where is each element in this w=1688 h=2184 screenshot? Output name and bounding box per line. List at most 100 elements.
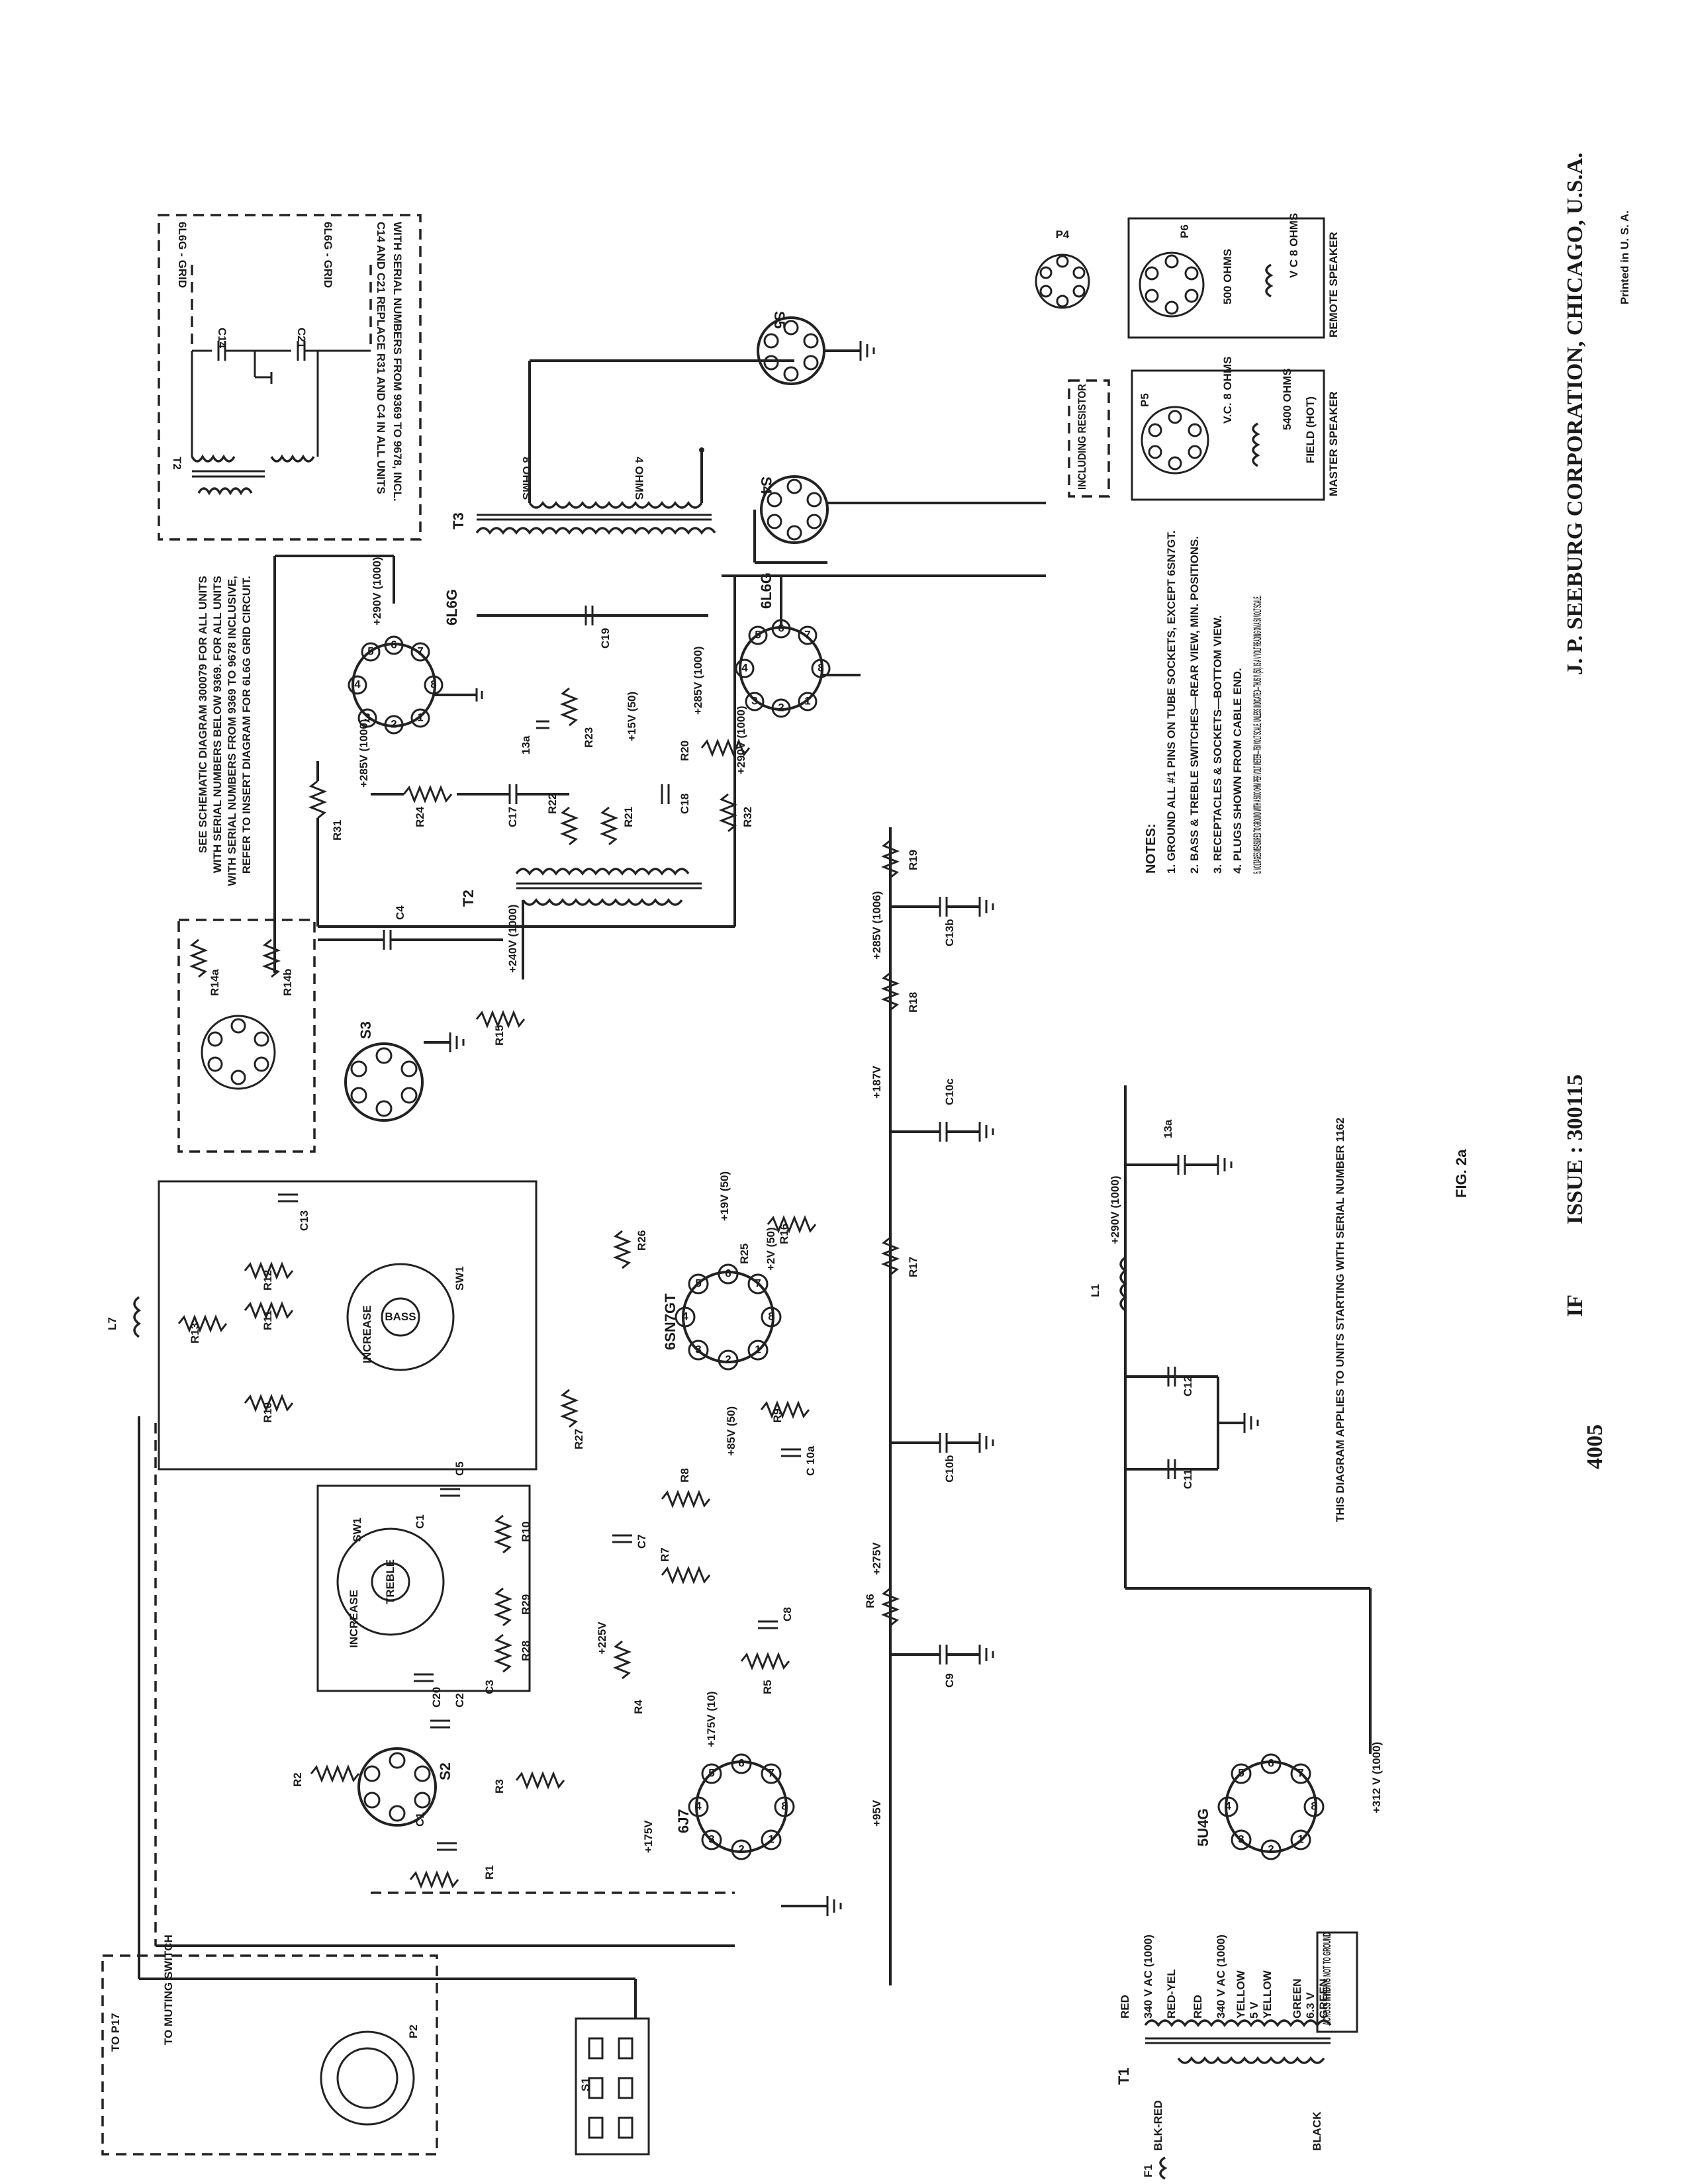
black: BLACK — [1311, 2111, 1323, 2151]
c17-label: C17 — [506, 807, 519, 827]
svg-text:7: 7 — [417, 645, 423, 657]
c7-label: C7 — [635, 1534, 648, 1549]
r23-label: R23 — [583, 727, 595, 748]
r18-label: R18 — [907, 992, 919, 1013]
master-speaker-label: MASTER SPEAKER — [1327, 391, 1340, 496]
r32-label: R32 — [741, 807, 754, 827]
svg-text:3: 3 — [695, 1343, 701, 1355]
t3-4ohms: 4 OHMS — [633, 457, 645, 500]
tube-upper-label: 6L6G — [444, 589, 460, 625]
svg-text:3: 3 — [708, 1833, 714, 1845]
insert-note-line1: C14 AND C21 REPLACE R31 AND C4 IN ALL UN… — [375, 222, 387, 494]
p5-label: P5 — [1139, 393, 1151, 407]
r4-label: R4 — [632, 1700, 645, 1714]
preamp-section: 78 12 34 56 6SN7GT +19V (50) +2V (50) R1… — [559, 1171, 842, 1916]
c8-label: C8 — [781, 1607, 794, 1621]
power-supply: 78 12 34 56 5U4G +312 V (1000) ACROSS WI… — [1115, 1587, 1383, 2180]
r26-label: R26 — [635, 1230, 648, 1251]
input-jacks: TO P17 TO MUTING SWITCH P2 S1 — [101, 1416, 735, 2156]
red-mid: RED — [1192, 1995, 1204, 2019]
to-muting: TO MUTING SWITCH — [162, 1934, 175, 2045]
v175: +175V (10) — [705, 1691, 718, 1747]
svg-text:5: 5 — [708, 1766, 714, 1779]
bass-label: BASS — [385, 1310, 416, 1323]
v285-mid: +285V (1000) — [692, 647, 704, 715]
t2-primary — [522, 897, 683, 906]
output-stage: T3 8 OHMS 4 OHMS S5 S4 78 12 34 56 6 — [273, 311, 1046, 979]
p2-plug — [320, 2030, 415, 2126]
svg-text:1: 1 — [768, 1833, 774, 1845]
svg-text:1: 1 — [804, 694, 810, 707]
c12-label: C12 — [1182, 1376, 1194, 1396]
c14-label: C14 — [216, 328, 228, 349]
r7-label: R7 — [659, 1547, 671, 1562]
s3-socket — [344, 1042, 424, 1122]
r18-resistor — [880, 972, 900, 1011]
svg-text:4: 4 — [695, 1799, 702, 1812]
r19-resistor — [880, 839, 900, 879]
treble-switch[interactable] — [336, 1527, 445, 1636]
sw1-treble-label: SW1 — [351, 1518, 363, 1542]
five-volt: 5 V — [1248, 2001, 1260, 2019]
p5-plug — [1141, 406, 1209, 475]
green-a: GREEN — [1291, 1979, 1303, 2019]
r5-label: R5 — [761, 1680, 774, 1694]
svg-text:6: 6 — [1268, 1756, 1274, 1769]
bass-switch[interactable] — [346, 1263, 455, 1371]
including-resistor: INCLUDING RESISTOR — [1076, 384, 1088, 490]
grid-label-right: 6L6G - GRID — [322, 222, 334, 288]
s5-label: S5 — [771, 311, 788, 329]
t2-secondary — [515, 868, 690, 876]
v2: +2V (50) — [765, 1227, 777, 1271]
c11-label: C11 — [1182, 1469, 1194, 1489]
s1-terminal — [575, 2017, 650, 2156]
v15: +15V (50) — [626, 692, 638, 741]
r14b-label: R14b — [281, 968, 294, 996]
to-p17: TO P17 — [109, 2013, 122, 2052]
c13-label: C13 — [298, 1210, 310, 1231]
note-4: 4. PLUGS SHOWN FROM CABLE END. — [1231, 668, 1244, 874]
svg-text:2: 2 — [1268, 1843, 1274, 1855]
svg-text:8: 8 — [1311, 1799, 1317, 1812]
tube-6sn7-label: 6SN7GT — [662, 1293, 679, 1350]
v312: +312 V (1000) — [1370, 1742, 1383, 1813]
note-5: 5. VOLTAGES MEASURED TO GROUND WITH A 50… — [1251, 596, 1264, 874]
tube-6j7 — [695, 1760, 788, 1853]
notes-title: NOTES: — [1144, 823, 1158, 874]
tone-section: R14a R14b S3 R15 BASS SW1 INCREASE R12 R… — [106, 919, 735, 1894]
v175b: +175V — [642, 1820, 655, 1853]
issue-number: ISSUE : 300115 — [1563, 1074, 1587, 1224]
note-3: 3. RECEPTACLES & SOCKETS—BOTTOM VIEW. — [1211, 615, 1224, 874]
green-b: GREEN — [1317, 1979, 1330, 2019]
insert-note-line2: WITH SERIAL NUMBERS FROM 9369 TO 9678, I… — [391, 222, 404, 502]
svg-text:3: 3 — [364, 711, 370, 723]
t3-label: T3 — [450, 512, 467, 529]
notes-block: NOTES: 1. GROUND ALL #1 PINS ON TUBE SOC… — [1144, 530, 1264, 874]
svg-text:1: 1 — [755, 1343, 761, 1355]
svg-text:4: 4 — [682, 1310, 688, 1322]
s4-label: S4 — [758, 477, 774, 495]
svg-text:8: 8 — [768, 1310, 774, 1322]
r11-label: R11 — [261, 1310, 274, 1330]
r10-label: R10 — [261, 1402, 274, 1423]
see-schematic-line1: SEE SCHEMATIC DIAGRAM 300079 FOR ALL UNI… — [197, 576, 209, 853]
svg-text:7: 7 — [755, 1277, 761, 1289]
r25-label: R25 — [738, 1244, 751, 1264]
c10b-label: C10b — [943, 1455, 956, 1482]
c10a-label: C 10a — [804, 1445, 817, 1476]
v285-upper: +285V (1000) — [357, 719, 370, 788]
svg-text:8: 8 — [818, 661, 823, 674]
master-speaker-box — [1131, 369, 1325, 501]
company-name: J. P. SEEBURG CORPORATION, CHICAGO, U.S.… — [1563, 152, 1587, 675]
c2-label: C2 — [453, 1693, 466, 1707]
svg-text:6: 6 — [391, 638, 397, 651]
see-schematic-line3: WITH SERIAL NUMBERS FROM 9369 TO 9678 IN… — [226, 576, 238, 886]
c5-label: C5 — [453, 1461, 466, 1476]
svg-text:4: 4 — [354, 678, 361, 690]
svg-text:8: 8 — [781, 1799, 787, 1812]
field-hot: FIELD (HOT) — [1304, 396, 1317, 463]
vc-remote: V C 8 OHMS — [1288, 213, 1300, 278]
s3-label: S3 — [357, 1021, 374, 1039]
figure-label: FIG. 2a — [1453, 1149, 1470, 1198]
r16-label: R16 — [778, 1224, 790, 1244]
